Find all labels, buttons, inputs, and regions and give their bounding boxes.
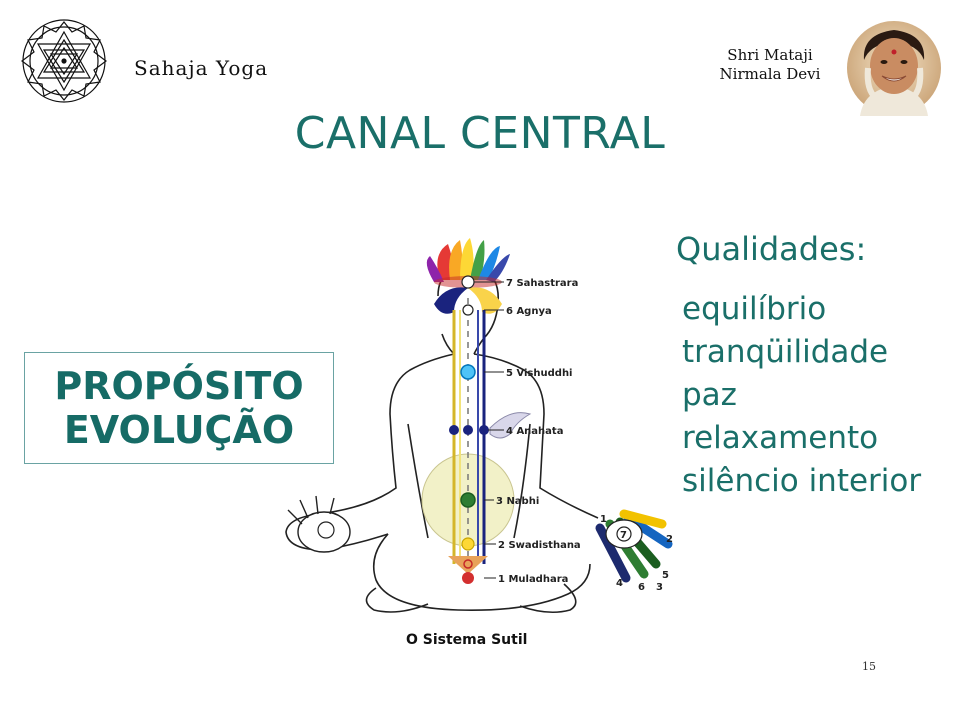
meditating-body-outline: [285, 267, 599, 614]
hand-number: 2: [666, 534, 673, 545]
hand-number: 4: [616, 578, 623, 589]
sahastrara-lotus-icon: [426, 238, 510, 288]
chakra-label: 1 Muladhara: [498, 574, 568, 585]
hand-number: 7: [620, 530, 627, 541]
quality-item: tranqüilidade: [682, 334, 889, 370]
page-number: 15: [862, 660, 876, 673]
nabhi-node-icon: [460, 492, 476, 508]
qualities-list: equilíbrio tranqüilidade paz relaxamento…: [682, 288, 921, 503]
energy-channels: [452, 298, 486, 568]
hand-number: 3: [656, 582, 663, 593]
purpose-line2: EVOLUÇÃO: [63, 408, 295, 452]
purpose-line1: PROPÓSITO: [54, 364, 304, 408]
anahata-right-node-icon: [479, 425, 489, 435]
quality-item: relaxamento: [682, 420, 879, 456]
guru-portrait: [847, 21, 941, 116]
purpose-box: PROPÓSITO EVOLUÇÃO: [24, 352, 334, 464]
left-hand-icon: [287, 495, 351, 553]
quality-item: equilíbrio: [682, 291, 827, 327]
hand-number: 1: [600, 514, 607, 525]
anahata-left-node-icon: [449, 425, 459, 435]
guru-name: Shri Mataji Nirmala Devi: [700, 46, 840, 84]
subtle-system-figure: 7 1 2 3 4 5 6: [285, 238, 673, 648]
chakra-label: 2 Swadisthana: [498, 540, 581, 551]
anahata-center-node-icon: [463, 425, 473, 435]
right-hand-icon: 7 1 2 3 4 5 6: [595, 509, 673, 593]
agnya-right-icon: [468, 287, 502, 314]
guru-name-line1: Shri Mataji: [727, 46, 813, 64]
chakra-label: 4 Anahata: [506, 426, 563, 437]
chakra-leader-lines: [474, 281, 504, 579]
hand-number: 6: [638, 582, 645, 593]
swadisthana-node-icon: [461, 537, 475, 551]
hand-number: 5: [662, 570, 669, 581]
vishuddhi-node-icon: [460, 364, 476, 380]
chakra-label: 6 Agnya: [506, 306, 552, 317]
chakra-label: 7 Sahastrara: [506, 278, 578, 289]
kundalini-triangle-icon: [448, 556, 488, 574]
agnya-left-icon: [434, 287, 468, 314]
page-title: CANAL CENTRAL: [294, 108, 666, 159]
sahastrara-node-icon: [461, 275, 475, 289]
sri-yantra-logo: [21, 19, 107, 103]
quality-item: paz: [682, 377, 737, 413]
qualities-label: Qualidades:: [676, 230, 867, 268]
chakra-label: 5 Vishuddhi: [506, 368, 572, 379]
quality-item: silêncio interior: [682, 463, 922, 499]
muladhara-node-icon: [462, 572, 474, 584]
brand-name: Sahaja Yoga: [134, 56, 269, 80]
guru-name-line2: Nirmala Devi: [719, 65, 821, 83]
figure-caption: O Sistema Sutil: [406, 632, 527, 648]
agnya-node-icon: [462, 304, 474, 316]
chakra-label: 3 Nabhi: [496, 496, 539, 507]
heart-dove-icon: [489, 412, 532, 439]
